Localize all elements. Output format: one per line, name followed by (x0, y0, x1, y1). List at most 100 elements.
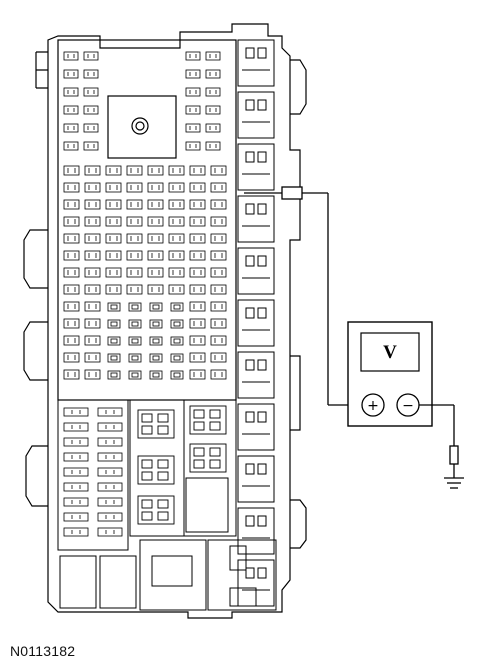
fuse (63, 512, 89, 522)
fuse (105, 165, 122, 176)
relay (237, 455, 275, 503)
fuse (170, 353, 184, 363)
fuse (63, 141, 79, 151)
fuse (97, 512, 123, 522)
fuse (97, 422, 123, 432)
fuse (63, 452, 89, 462)
fuse (210, 165, 227, 176)
left-clip-1 (23, 229, 48, 289)
fuse (189, 284, 206, 295)
mini-relays (137, 405, 227, 525)
fuse (105, 284, 122, 295)
fuse (84, 352, 101, 363)
fuse (84, 250, 101, 261)
fuse (185, 105, 201, 115)
fuse (83, 87, 99, 97)
fuse (84, 267, 101, 278)
fuse (126, 250, 143, 261)
mini-relay (137, 495, 175, 525)
fuse (63, 527, 89, 537)
fuse (149, 336, 163, 346)
fuse (84, 318, 101, 329)
fuse (189, 250, 206, 261)
relay (237, 403, 275, 451)
fuse (126, 199, 143, 210)
fuse (189, 199, 206, 210)
fuse (126, 284, 143, 295)
mini-relay (189, 443, 227, 473)
fuse (97, 467, 123, 477)
fuse (205, 51, 221, 61)
fuse (189, 233, 206, 244)
fuse (83, 69, 99, 79)
fuse-box-housing (47, 23, 301, 619)
fuse (210, 352, 227, 363)
relay-stud (131, 117, 149, 135)
fuse (205, 105, 221, 115)
fuse (83, 123, 99, 133)
fuse (84, 369, 101, 380)
fuse (63, 123, 79, 133)
fuse (210, 284, 227, 295)
fuse (147, 233, 164, 244)
fuse (63, 318, 80, 329)
fuse (97, 407, 123, 417)
fuse (63, 69, 79, 79)
fuse (105, 182, 122, 193)
fuse (63, 369, 80, 380)
fuse (205, 87, 221, 97)
fuse (205, 141, 221, 151)
fuse (185, 141, 201, 151)
fuse (63, 87, 79, 97)
fuse (128, 302, 142, 312)
fuse (105, 233, 122, 244)
relay (237, 247, 275, 295)
test-probe-icon (244, 186, 362, 406)
mini-relay (137, 409, 175, 439)
fuse (189, 301, 206, 312)
fuse (63, 233, 80, 244)
fuse (128, 336, 142, 346)
fuse (105, 216, 122, 227)
fuse-grid (63, 51, 227, 537)
fuse (63, 482, 89, 492)
fuse (63, 284, 80, 295)
left-clip-2 (23, 321, 48, 381)
fuse (168, 267, 185, 278)
fuse (97, 497, 123, 507)
fuse (97, 527, 123, 537)
fuse (205, 123, 221, 133)
fuse (63, 335, 80, 346)
relay (237, 143, 275, 191)
right-relay-column (237, 39, 275, 607)
right-clip-2 (290, 499, 307, 549)
fuse (63, 267, 80, 278)
fuse (105, 199, 122, 210)
fuse (168, 165, 185, 176)
fuse (149, 370, 163, 380)
fuse (84, 335, 101, 346)
fuse (168, 199, 185, 210)
fuse (170, 302, 184, 312)
fuse (210, 369, 227, 380)
fuse (126, 182, 143, 193)
fuse (189, 335, 206, 346)
fuse (147, 182, 164, 193)
fuse (185, 69, 201, 79)
fuse (147, 250, 164, 261)
fuse (147, 284, 164, 295)
fuse (189, 216, 206, 227)
fuse (210, 182, 227, 193)
fuse (149, 302, 163, 312)
fuse (189, 267, 206, 278)
fuse (168, 216, 185, 227)
fuse (63, 51, 79, 61)
fuse (107, 353, 121, 363)
fuse (126, 233, 143, 244)
fuse (97, 452, 123, 462)
right-clip-1 (290, 59, 307, 115)
fuse (170, 319, 184, 329)
fuse (210, 216, 227, 227)
fuse (128, 319, 142, 329)
